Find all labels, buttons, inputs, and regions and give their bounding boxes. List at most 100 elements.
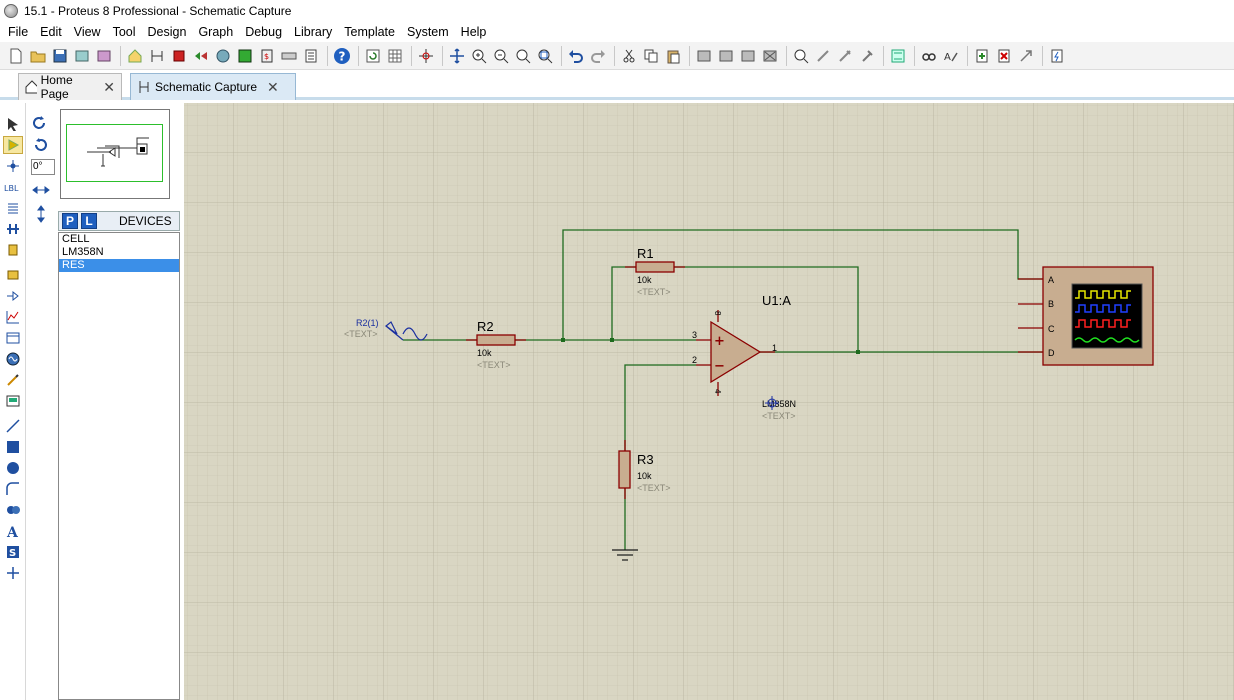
- oscilloscope[interactable]: A B C D: [1018, 266, 1154, 366]
- make-device-icon[interactable]: [813, 46, 833, 66]
- home-icon[interactable]: [125, 46, 145, 66]
- arc-tool-icon[interactable]: [3, 480, 23, 498]
- device-pins-icon[interactable]: [3, 287, 23, 305]
- refresh-icon[interactable]: [363, 46, 383, 66]
- close-icon[interactable]: ✕: [267, 78, 279, 95]
- zoom-area-icon[interactable]: [535, 46, 555, 66]
- zoom-in-icon[interactable]: [469, 46, 489, 66]
- terminals-icon[interactable]: [3, 266, 23, 284]
- symbol-tool-icon[interactable]: S: [3, 543, 23, 561]
- pcb-layout-icon[interactable]: [169, 46, 189, 66]
- bill-of-materials-icon[interactable]: $: [257, 46, 277, 66]
- save-icon[interactable]: [50, 46, 70, 66]
- device-item-res[interactable]: RES: [59, 259, 179, 272]
- menu-help[interactable]: Help: [460, 25, 487, 39]
- zoom-all-icon[interactable]: [513, 46, 533, 66]
- block-copy-icon[interactable]: [694, 46, 714, 66]
- wire-autorouter-icon[interactable]: [888, 46, 908, 66]
- packaging-tool-icon[interactable]: [835, 46, 855, 66]
- device-item-cell[interactable]: CELL: [62, 233, 90, 245]
- source-code-icon[interactable]: [279, 46, 299, 66]
- menu-system[interactable]: System: [406, 25, 449, 39]
- generator-mode-icon[interactable]: [3, 350, 23, 368]
- tape-recorder-icon[interactable]: [3, 329, 23, 347]
- export-icon[interactable]: [94, 46, 114, 66]
- exit-to-parent-icon[interactable]: [1016, 46, 1036, 66]
- decompose-icon[interactable]: [857, 46, 877, 66]
- 3d-viewer-icon[interactable]: [191, 46, 211, 66]
- open-folder-icon[interactable]: [28, 46, 48, 66]
- rotate-clockwise-icon[interactable]: [32, 115, 48, 134]
- new-file-icon[interactable]: [6, 46, 26, 66]
- opamp-u1a[interactable]: + − 3 2 1 8 4 U1:A LM358N <TEXT>: [692, 293, 796, 421]
- schematic-icon[interactable]: [147, 46, 167, 66]
- import-icon[interactable]: [72, 46, 92, 66]
- origin-icon[interactable]: [416, 46, 436, 66]
- undo-icon[interactable]: [566, 46, 586, 66]
- sine-generator[interactable]: R2(1) <TEXT>: [344, 318, 428, 341]
- menu-file[interactable]: File: [8, 25, 29, 39]
- pick-devices-button[interactable]: P: [62, 213, 78, 229]
- paste-icon[interactable]: [663, 46, 683, 66]
- menu-debug[interactable]: Debug: [245, 25, 283, 39]
- schematic-canvas[interactable]: R2(1) <TEXT> R2 10k <TEXT> R1 10k <TEXT>…: [184, 103, 1234, 700]
- mirror-vertical-icon[interactable]: [34, 205, 48, 226]
- menu-design[interactable]: Design: [147, 25, 187, 39]
- remove-sheet-icon[interactable]: [994, 46, 1014, 66]
- tab-schematic-capture[interactable]: Schematic Capture ✕: [130, 73, 296, 100]
- block-move-icon[interactable]: [716, 46, 736, 66]
- selection-mode-icon[interactable]: [3, 115, 23, 133]
- design-explorer-icon[interactable]: [235, 46, 255, 66]
- gerber-icon[interactable]: [213, 46, 233, 66]
- menu-edit[interactable]: Edit: [40, 25, 62, 39]
- property-assignment-icon[interactable]: A: [941, 46, 961, 66]
- voltage-probe-icon[interactable]: [3, 371, 23, 389]
- close-icon[interactable]: ✕: [103, 78, 115, 95]
- block-delete-icon[interactable]: [760, 46, 780, 66]
- menu-template[interactable]: Template: [344, 25, 395, 39]
- menu-graph[interactable]: Graph: [198, 25, 234, 39]
- rotate-anticlockwise-icon[interactable]: [32, 137, 48, 156]
- text-tool-icon[interactable]: A: [3, 522, 23, 540]
- menu-view[interactable]: View: [73, 25, 101, 39]
- component-mode-icon[interactable]: [3, 136, 23, 154]
- buses-icon[interactable]: [3, 220, 23, 238]
- new-sheet-icon[interactable]: [972, 46, 992, 66]
- wire-label-icon[interactable]: LBL: [3, 178, 23, 196]
- device-item-lm358n[interactable]: LM358N: [62, 246, 104, 258]
- marker-tool-icon[interactable]: [3, 564, 23, 582]
- junction-dot-icon[interactable]: [3, 157, 23, 175]
- redo-icon[interactable]: [588, 46, 608, 66]
- cut-icon[interactable]: [619, 46, 639, 66]
- block-rotate-icon[interactable]: [738, 46, 758, 66]
- ground-symbol[interactable]: [612, 549, 638, 561]
- graph-mode-icon[interactable]: [3, 308, 23, 326]
- rotation-angle-field[interactable]: 0°: [31, 159, 55, 175]
- resistor-r1[interactable]: R1 10k <TEXT>: [625, 246, 685, 297]
- search-tag-icon[interactable]: [919, 46, 939, 66]
- path-tool-icon[interactable]: [3, 501, 23, 519]
- notes-icon[interactable]: [301, 46, 321, 66]
- copy-icon[interactable]: [641, 46, 661, 66]
- grid-toggle-icon[interactable]: [385, 46, 405, 66]
- overview-window[interactable]: [60, 109, 170, 199]
- zoom-out-icon[interactable]: [491, 46, 511, 66]
- tab-home-page[interactable]: Home Page ✕: [18, 73, 122, 101]
- library-manager-button[interactable]: L: [81, 213, 97, 229]
- resistor-r3[interactable]: R3 10k <TEXT>: [618, 440, 671, 499]
- sub-circuit-icon[interactable]: [3, 241, 23, 259]
- svg-text:?: ?: [339, 49, 346, 63]
- menu-library[interactable]: Library: [294, 25, 333, 39]
- help-icon[interactable]: ?: [332, 46, 352, 66]
- menu-tool[interactable]: Tool: [112, 25, 136, 39]
- pan-icon[interactable]: [447, 46, 467, 66]
- line-tool-icon[interactable]: [3, 417, 23, 435]
- text-script-icon[interactable]: [3, 199, 23, 217]
- virtual-instruments-icon[interactable]: [3, 392, 23, 410]
- resistor-r2[interactable]: R2 10k <TEXT>: [466, 319, 526, 370]
- pick-parts-icon[interactable]: [791, 46, 811, 66]
- mirror-horizontal-icon[interactable]: [32, 183, 50, 200]
- circle-tool-icon[interactable]: [3, 459, 23, 477]
- electrical-rule-check-icon[interactable]: [1047, 46, 1067, 66]
- box-tool-icon[interactable]: [3, 438, 23, 456]
